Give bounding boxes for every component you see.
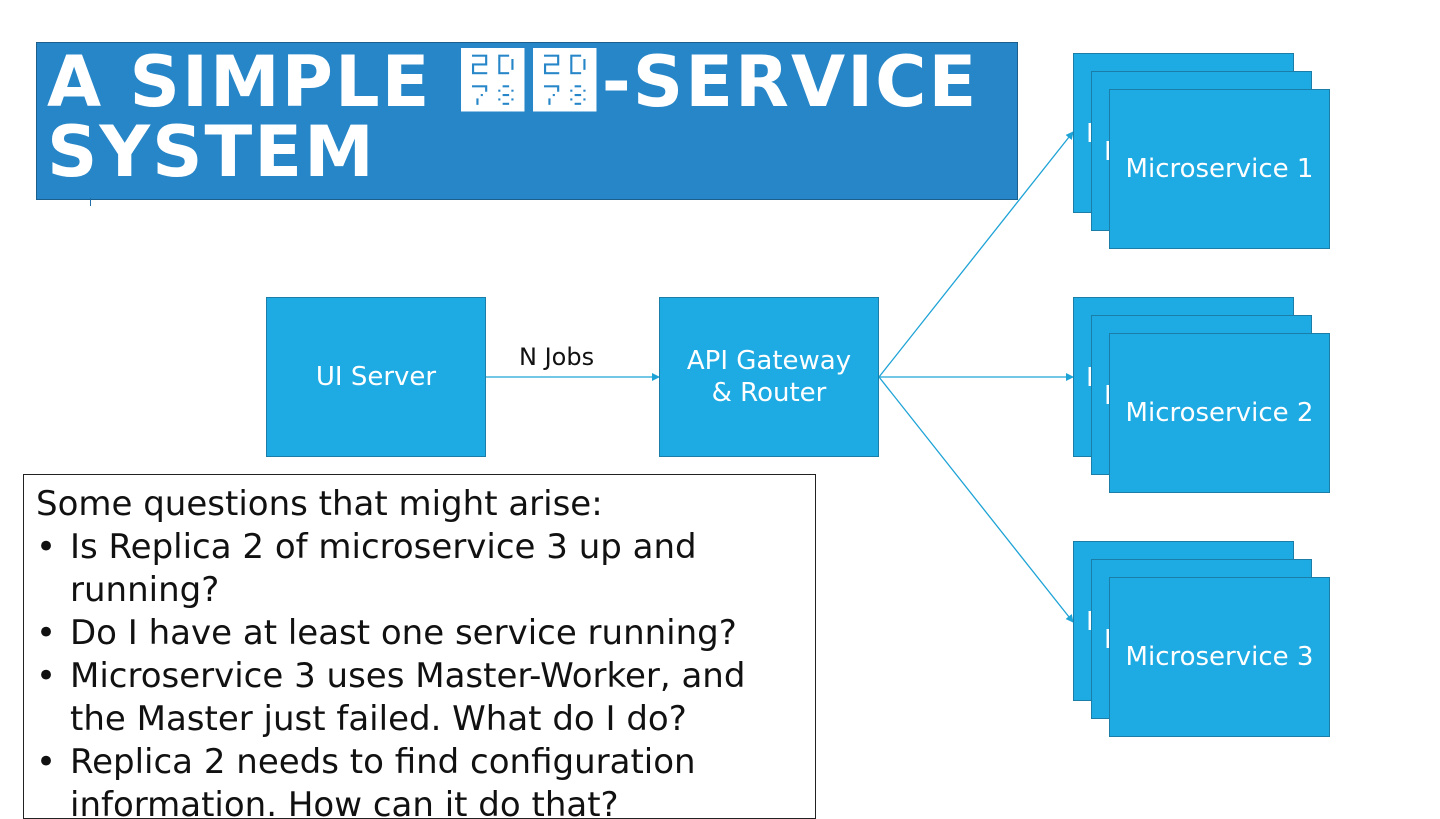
microservice-3-node: Microservice 3 [1109,577,1330,737]
title-tick-mark [90,198,91,206]
slide-title-bar: A SIMPLE ⵸⵸-SERVICE SYSTEM [36,42,1018,200]
api-gateway-node: API Gateway & Router [659,297,879,457]
api-gateway-label-line-1: API Gateway [686,346,852,376]
questions-heading: Some questions that might arise: [36,484,603,524]
question-item-4: Replica 2 needs to find configuration in… [36,741,803,818]
question-item-1: Is Replica 2 of microservice 3 up and ru… [36,526,803,612]
microservice-2-replica-middle-label: I [1104,381,1112,411]
slide-title-line-1: A SIMPLE ⵸⵸-SERVICE [47,41,979,123]
microservice-3-replica-back-label: I [1086,607,1094,637]
microservice-1-label: Microservice 1 [1125,154,1314,184]
microservice-2-node: Microservice 2 [1109,333,1330,493]
microservice-1-replica-middle-label: I [1104,137,1112,167]
edge-gateway-to-microservice-3 [878,376,1074,623]
microservice-3-label: Microservice 3 [1125,642,1314,672]
microservice-1-node: Microservice 1 [1109,89,1330,249]
microservice-2-label: Microservice 2 [1125,398,1314,428]
edge-label-n-jobs: N Jobs [519,343,595,371]
question-item-3: Microservice 3 uses Master-Worker, and t… [36,655,803,741]
microservice-3-replica-middle-label: I [1104,625,1112,655]
edge-gateway-to-microservice-1 [878,131,1074,378]
microservice-2-replica-back-label: I [1086,363,1094,393]
api-gateway-label-line-2: & Router [711,378,827,408]
questions-text-box: Some questions that might arise: Is Repl… [23,474,816,819]
ui-server-node: UI Server [266,297,486,457]
ui-server-label: UI Server [315,362,437,392]
question-item-2: Do I have at least one service running? [36,612,803,655]
microservice-1-replica-back-label: I [1086,119,1094,149]
slide-title: A SIMPLE ⵸⵸-SERVICE SYSTEM [47,47,1007,187]
slide-title-line-2: SYSTEM [47,111,376,193]
questions-list: Is Replica 2 of microservice 3 up and ru… [36,526,803,818]
